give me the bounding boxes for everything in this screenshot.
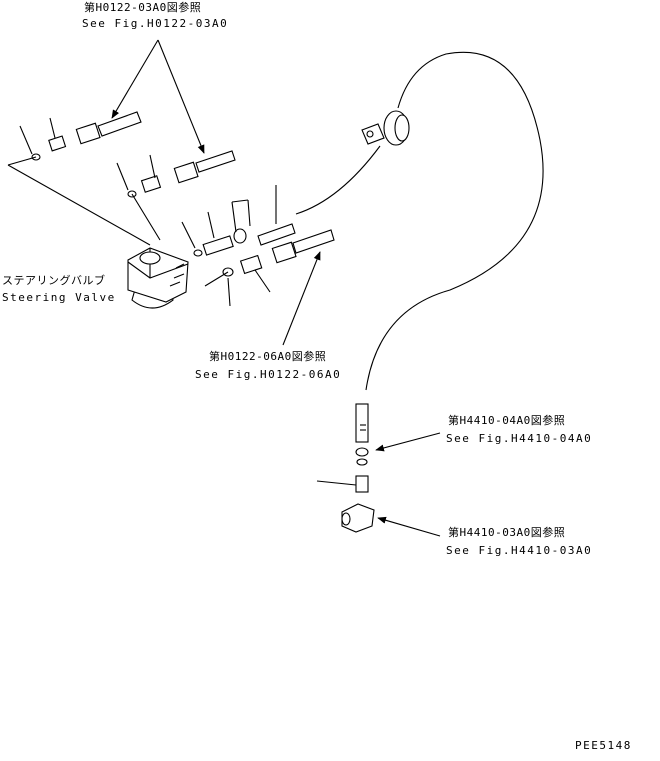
lower-fitting-assembly [316,403,375,533]
hose-upper-left [19,111,142,161]
gauge-line-fittings [181,185,296,257]
ref-arrow-h4410-04a0 [375,432,441,452]
leader-line [7,156,161,246]
ref-label-jp: 第H0122-06A0図参照 [209,350,327,363]
pressure-gauge [361,110,410,146]
ref-arrow-h4410-03a0 [377,516,441,537]
ref-label-jp: 第H4410-04A0図参照 [448,414,566,427]
ref-label-en: See Fig.H0122-03A0 [82,17,229,30]
ref-label-jp: 第H4410-03A0図参照 [448,526,566,539]
ref-arrows-h0122-03a0 [111,39,205,154]
drawing-code: PEE5148 [575,739,632,752]
ref-label-jp: 第H0122-03A0図参照 [84,1,202,14]
ref-label-en: See Fig.H0122-06A0 [195,368,342,381]
steering-valve-label-jp: ステアリングバルブ [2,274,106,287]
long-gauge-hose [295,51,544,391]
steering-valve-label-en: Steering Valve [2,291,116,304]
ref-label-en: See Fig.H4410-03A0 [446,544,593,557]
hose-upper-right [116,150,236,198]
hose-lower [204,229,335,307]
ref-label-en: See Fig.H4410-04A0 [446,432,593,445]
ref-arrow-h0122-06a0 [282,251,321,346]
steering-valve-body [127,247,189,309]
